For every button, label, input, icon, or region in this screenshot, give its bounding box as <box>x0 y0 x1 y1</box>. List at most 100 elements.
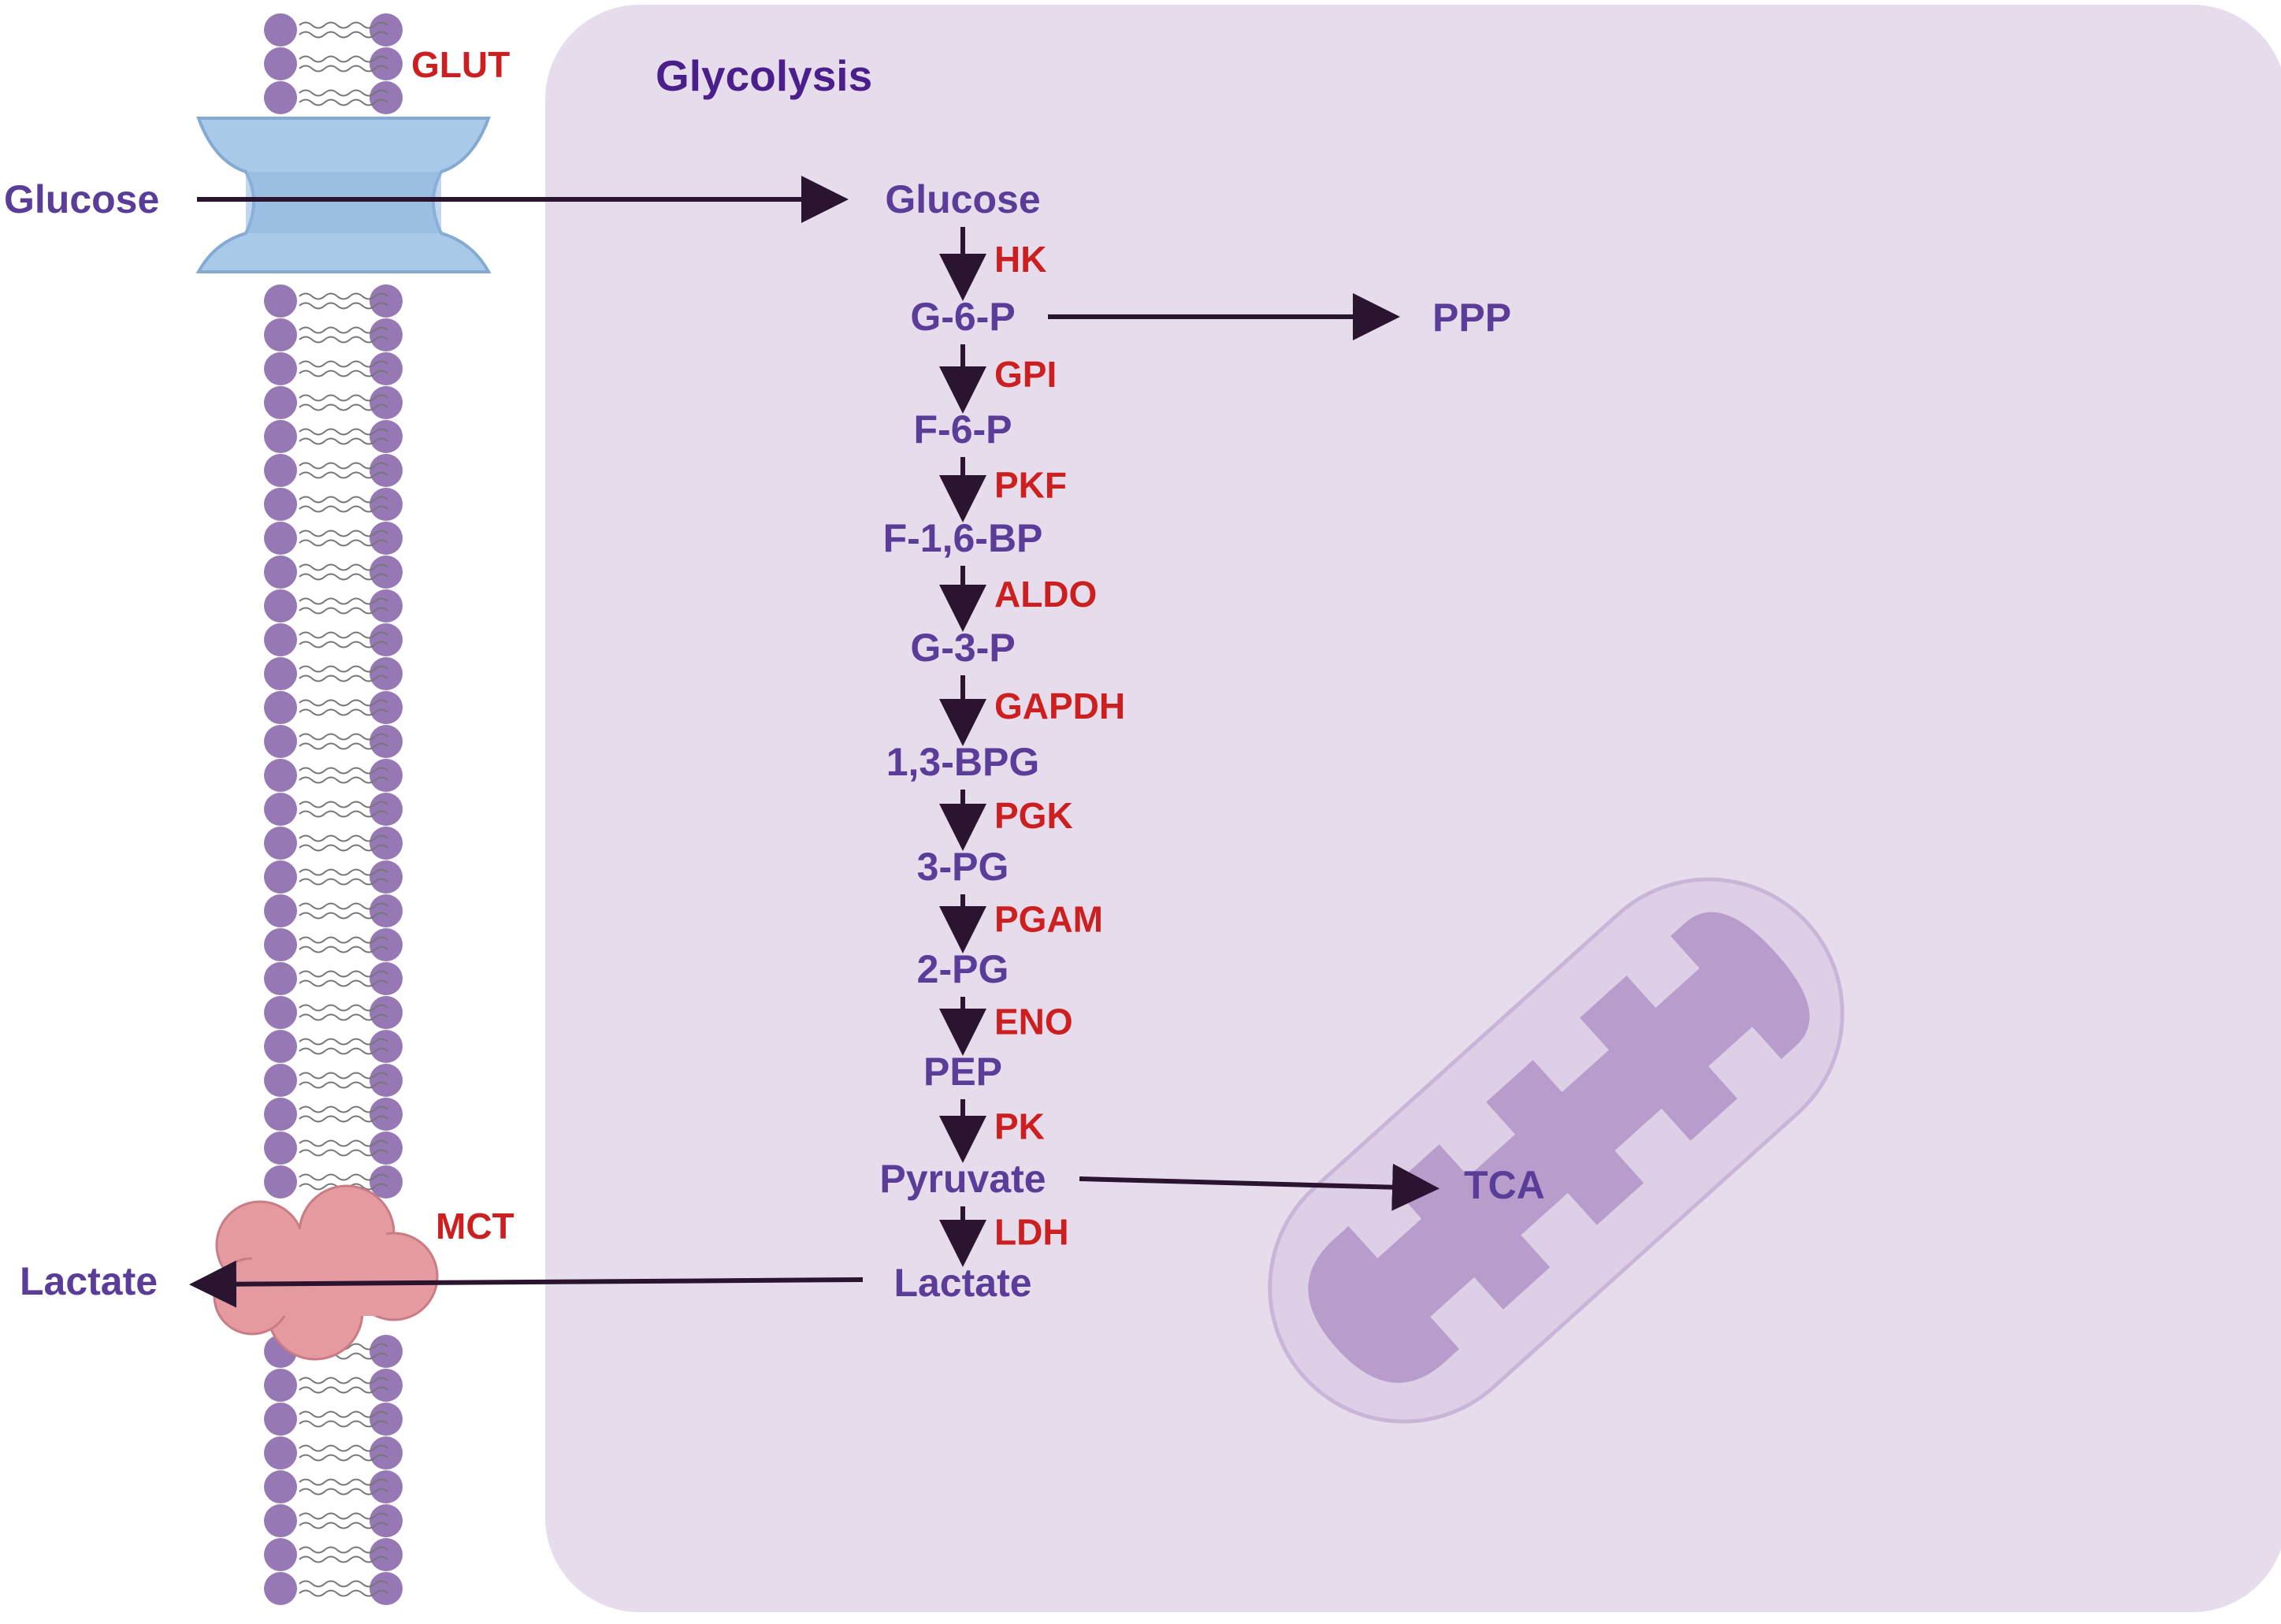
lipid-head <box>370 1165 403 1198</box>
lipid-tail <box>299 1410 388 1418</box>
lipid-head <box>264 1064 297 1097</box>
lipid-head <box>264 284 297 318</box>
glut-label: GLUT <box>411 44 510 85</box>
lipid-head <box>370 284 403 318</box>
lipid-tail <box>299 1106 388 1113</box>
lipid-tail <box>299 1420 388 1428</box>
metabolite-label: 1,3-BPG <box>886 740 1040 784</box>
ppp-label: PPP <box>1432 295 1511 340</box>
lipid-head <box>370 894 403 927</box>
lipid-head <box>370 522 403 555</box>
lipid-head <box>264 1572 297 1605</box>
lipid-head <box>264 318 297 351</box>
lipid-tail <box>299 403 388 411</box>
lipid-tail <box>299 1546 388 1554</box>
lipid-head <box>264 556 297 589</box>
lipid-head <box>370 13 403 46</box>
lipid-head <box>264 793 297 826</box>
lipid-tail <box>299 902 388 910</box>
lipid-head <box>264 1098 297 1131</box>
lipid-tail <box>299 665 388 673</box>
lipid-tail <box>299 1589 388 1597</box>
lipid-head <box>370 1098 403 1131</box>
lipid-tail <box>299 1478 388 1486</box>
lipid-tail <box>299 767 388 775</box>
lipid-tail <box>299 699 388 707</box>
lipid-head <box>370 1436 403 1470</box>
lipid-head <box>370 589 403 622</box>
lipid-tail <box>299 776 388 784</box>
lipid-head <box>264 759 297 792</box>
glut-transporter-icon <box>195 117 492 273</box>
lipid-tail <box>299 868 388 876</box>
lipid-tail <box>299 834 388 842</box>
lipid-tail <box>299 505 388 513</box>
lipid-tail <box>299 878 388 886</box>
lipid-tail <box>299 936 388 944</box>
lipid-head <box>370 691 403 724</box>
lipid-tail <box>299 641 388 648</box>
lipid-tail <box>299 563 388 571</box>
metabolite-label: Glucose <box>885 177 1040 221</box>
lipid-head <box>370 623 403 656</box>
metabolite-label: Pyruvate <box>879 1157 1046 1201</box>
lipid-tail <box>299 89 388 97</box>
lipid-tail <box>299 1386 388 1394</box>
lipid-tail <box>299 912 388 920</box>
lipid-head <box>264 962 297 995</box>
mct-label: MCT <box>436 1206 515 1247</box>
lipid-head <box>370 928 403 961</box>
lipid-tail <box>299 742 388 750</box>
lipid-head <box>264 386 297 419</box>
lipid-tail <box>299 1173 388 1181</box>
lipid-head <box>370 1335 403 1368</box>
lipid-tail <box>299 471 388 479</box>
lipid-tail <box>299 1580 388 1588</box>
lipid-tail <box>299 1555 388 1563</box>
lipid-head <box>264 454 297 487</box>
lipid-head <box>370 352 403 385</box>
lipid-tail <box>299 302 388 310</box>
enzyme-label: GAPDH <box>994 686 1125 727</box>
lipid-head <box>370 793 403 826</box>
lipid-tail <box>299 810 388 818</box>
metabolite-label: F-6-P <box>914 407 1012 452</box>
enzyme-label: HK <box>994 239 1046 280</box>
lipid-tail <box>299 65 388 72</box>
lipid-tail <box>299 1454 388 1462</box>
lipid-tail <box>299 607 388 615</box>
lipid-head <box>370 1064 403 1097</box>
lipid-tail <box>299 98 388 106</box>
lactate-export-arrow <box>189 1260 864 1308</box>
enzyme-label: PGAM <box>994 899 1103 940</box>
lipid-tail <box>299 55 388 63</box>
lipid-head <box>264 827 297 860</box>
lipid-head <box>370 1403 403 1436</box>
lipid-tail <box>299 326 388 334</box>
lipid-tail <box>299 1522 388 1529</box>
lipid-tail <box>299 1139 388 1147</box>
lipid-head <box>264 488 297 521</box>
tca-branch-arrow <box>1079 1163 1440 1211</box>
lipid-tail <box>299 708 388 716</box>
lipid-tail <box>299 1512 388 1520</box>
lipid-head <box>264 860 297 894</box>
lipid-head <box>370 1132 403 1165</box>
lipid-tail <box>299 437 388 445</box>
lipid-head <box>264 996 297 1029</box>
lipid-tail <box>299 970 388 978</box>
lipid-tail <box>299 1013 388 1021</box>
lipid-head <box>370 1538 403 1571</box>
lipid-head <box>264 522 297 555</box>
lipid-head <box>264 894 297 927</box>
lipid-tail <box>299 496 388 504</box>
enzyme-label: ENO <box>994 1002 1073 1042</box>
metabolite-label: G-3-P <box>910 626 1015 670</box>
metabolite-label: PEP <box>923 1050 1002 1094</box>
lipid-head <box>264 657 297 690</box>
lipid-head <box>370 488 403 521</box>
lipid-tail <box>299 462 388 470</box>
lipid-tail <box>299 979 388 987</box>
lipid-head <box>264 1165 297 1198</box>
tca-label: TCA <box>1464 1163 1545 1207</box>
